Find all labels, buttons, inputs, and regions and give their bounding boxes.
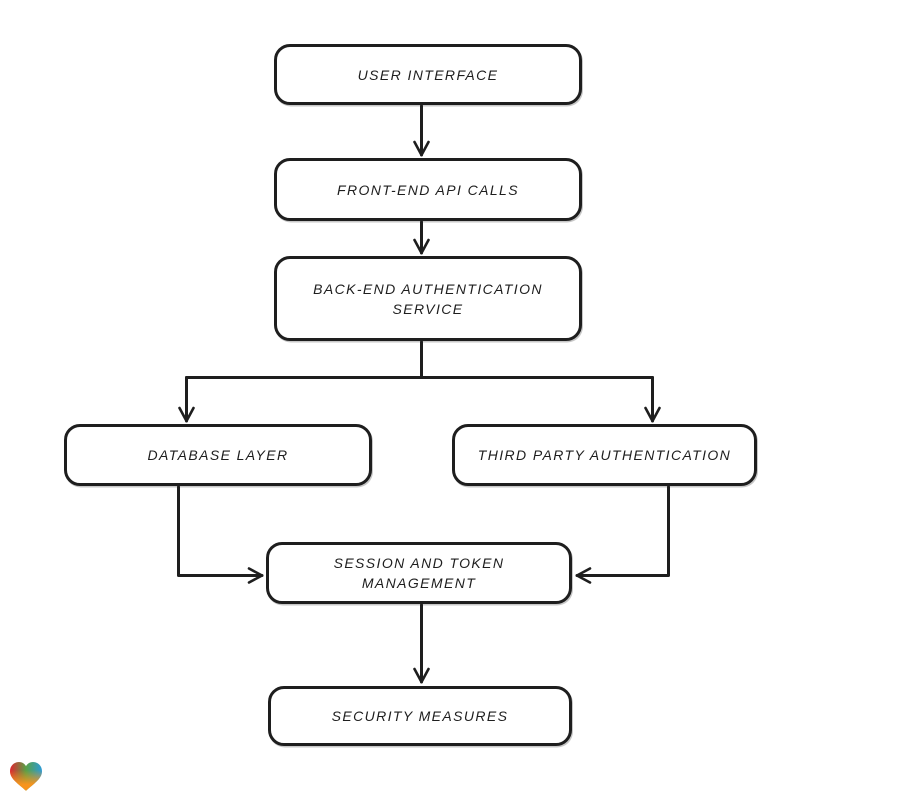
node-label: DATABASE LAYER — [147, 447, 289, 463]
node-label: SECURITY MEASURES — [331, 708, 509, 724]
edge-database-layer-to-session-and-token-management — [177, 485, 264, 584]
node-back-end-authentication-service: BACK-END AUTHENTICATION SERVICE — [274, 256, 582, 341]
node-security-measures: SECURITY MEASURES — [268, 686, 572, 746]
node-session-and-token-management: SESSION AND TOKEN MANAGEMENT — [266, 542, 572, 604]
node-label: USER INTERFACE — [357, 66, 499, 83]
node-label: FRONT-END API CALLS — [337, 181, 519, 198]
node-label: MANAGEMENT — [361, 575, 477, 591]
edge-third-party-authentication-to-session-and-token-management — [575, 485, 670, 584]
node-label: THIRD PARTY AUTHENTICATION — [477, 447, 732, 463]
node-label: SERVICE — [392, 300, 464, 317]
node-user-interface: USER INTERFACE — [274, 44, 582, 105]
node-label: BACK-END AUTHENTICATION — [313, 280, 543, 297]
node-label: SESSION AND TOKEN — [333, 555, 505, 571]
watermark-badge[interactable] — [10, 762, 42, 792]
node-third-party-authentication: THIRD PARTY AUTHENTICATION — [452, 424, 757, 486]
node-front-end-api-calls: FRONT-END API CALLS — [274, 158, 582, 221]
node-database-layer: DATABASE LAYER — [64, 424, 372, 486]
gradient-heart-icon — [10, 762, 42, 791]
